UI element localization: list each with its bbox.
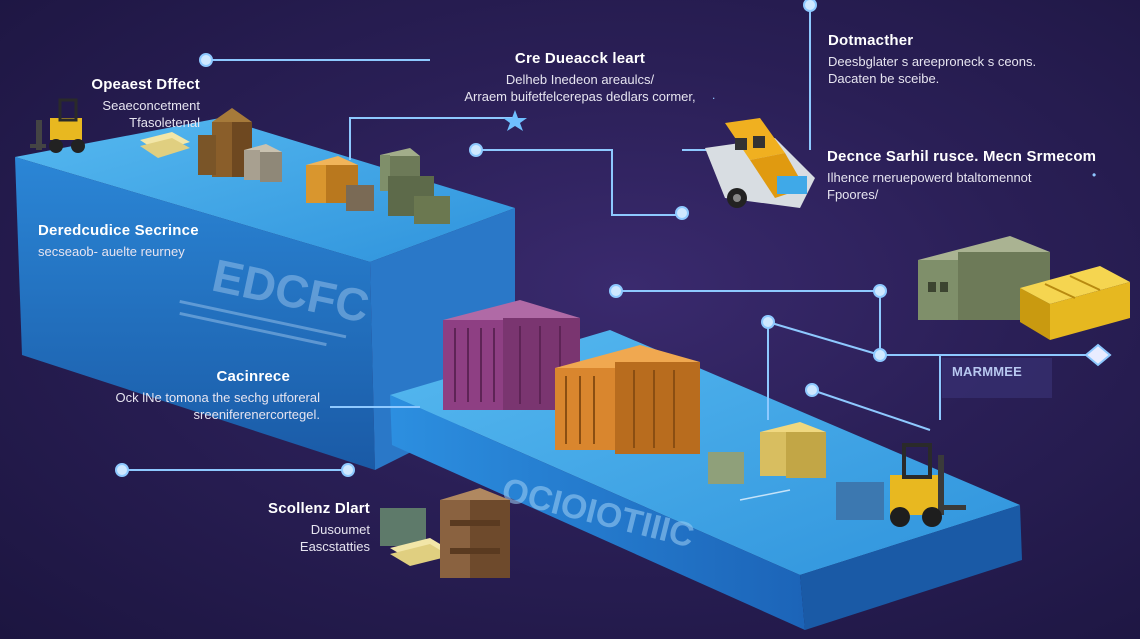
label-center-left-line1: Ock lNe tomona the sechg utforeral <box>115 390 321 405</box>
label-right-tag: MARMMEE <box>952 364 1022 379</box>
paper-stack-icon <box>140 132 190 158</box>
truck-icon <box>705 118 815 208</box>
label-top-center-line2: Arraem buifetfelcerepas dedlars cormer, <box>464 89 696 104</box>
forklift-icon-lower <box>890 443 966 527</box>
label-left-mid: Deredcudice Secrince secseaob- auelte re… <box>38 222 278 260</box>
label-top-center: Cre Dueacck leart Delheb Inedeon areaulc… <box>430 50 730 105</box>
diamond-icon <box>1084 343 1112 367</box>
label-top-center-title: Cre Dueacck leart <box>514 50 646 67</box>
marker-top-center: . <box>712 88 716 102</box>
label-mid-right-line2: Fpoores/ <box>827 187 879 202</box>
label-right-tag-title: MARMMEE <box>952 364 1023 379</box>
grey-crate-icon <box>244 144 282 182</box>
connector-dots <box>115 0 887 477</box>
label-top-left-title: Opeaest Dffect <box>91 76 200 93</box>
label-bottom-left-line2: Eascstatties <box>299 539 370 554</box>
label-mid-right-title: Decnce Sarhil rusce. Mecn Srmecom <box>827 148 1097 165</box>
label-top-left-line2: Tfasoletenal <box>129 115 200 130</box>
label-left-mid-line1: secseaob- auelte reurney <box>38 244 185 259</box>
label-top-right: Dotmacther Deesbglater s areeproneck s c… <box>828 32 1128 87</box>
label-top-right-line1: Deesbglater s areeproneck s ceons. <box>828 54 1037 69</box>
gold-bars-icon <box>1020 266 1130 340</box>
connector-lines <box>122 5 1098 471</box>
label-center-left: Cacinrece Ock lNe tomona the sechg utfor… <box>80 368 321 423</box>
tower-crate-icon <box>198 108 252 177</box>
crate-icon-bottom-left <box>380 488 510 578</box>
label-top-left-line1: Seaeconcetment <box>102 98 200 113</box>
label-bottom-left: Scollenz Dlart Dusoumet Eascstatties <box>230 500 370 555</box>
label-top-right-title: Dotmacther <box>828 32 914 49</box>
label-center-left-line2: sreeniferenercortegel. <box>193 407 320 422</box>
container-icon-green-stack <box>346 148 450 224</box>
label-bottom-left-title: Scollenz Dlart <box>268 500 370 517</box>
container-icon-orange <box>555 345 700 454</box>
label-bottom-left-line1: Dusoumet <box>310 522 370 537</box>
label-center-left-title: Cacinrece <box>216 368 290 385</box>
label-top-center-line1: Delheb Inedeon areaulcs/ <box>505 72 655 87</box>
crate-icon-small <box>708 422 884 520</box>
label-top-left: Opeaest Dffect Seaeconcetment Tfasoleten… <box>74 76 200 131</box>
label-mid-right: Decnce Sarhil rusce. Mecn Srmecom Ilhenc… <box>827 148 1137 203</box>
label-top-right-line2: Dacaten be sceibe. <box>828 71 940 86</box>
tag-backdrop <box>942 358 1052 398</box>
label-left-mid-title: Deredcudice Secrince <box>38 222 199 239</box>
star-icon <box>503 110 527 131</box>
forklift-icon <box>30 98 85 153</box>
marker-mid-right: • <box>1092 168 1097 182</box>
label-mid-right-line1: Ilhence rneruepowerd btaltomennot <box>827 170 1032 185</box>
arrow-streak <box>739 489 791 501</box>
